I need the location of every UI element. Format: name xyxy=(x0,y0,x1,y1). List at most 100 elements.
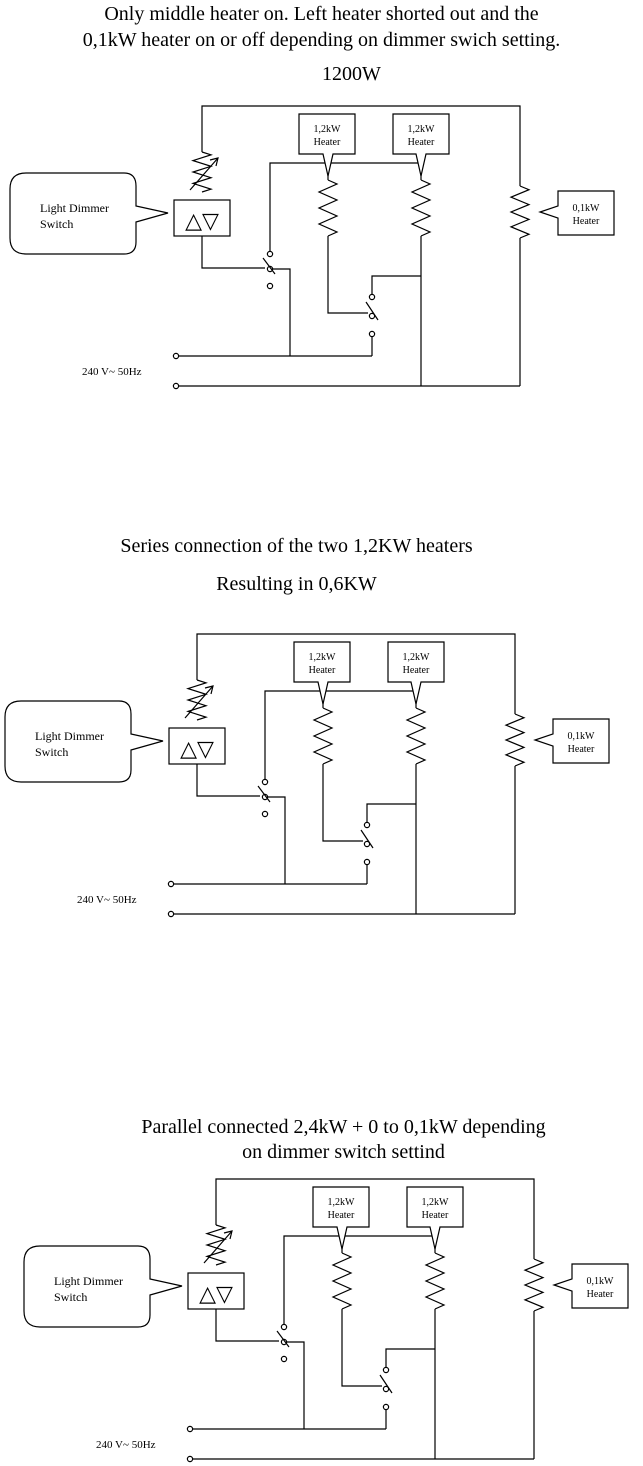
dimmer-label-line1: Light Dimmer xyxy=(40,201,109,215)
wire xyxy=(322,764,363,842)
switch-b-common xyxy=(368,312,376,320)
wire xyxy=(371,275,421,294)
heater-left-callout-rating: 1,2kW xyxy=(328,1197,356,1208)
dimmer-symbol: △▽ xyxy=(185,208,219,233)
wire xyxy=(287,1341,305,1429)
wire xyxy=(268,796,286,884)
switch-b-contact-2 xyxy=(382,1403,390,1411)
supply-label: 240 V~ 50Hz xyxy=(96,1439,156,1451)
heater-left-callout-label: Heater xyxy=(314,137,341,148)
dimmer-callout xyxy=(9,172,169,255)
wire xyxy=(201,105,521,186)
dimmer-label-line2: Switch xyxy=(40,217,73,231)
wire xyxy=(341,1309,382,1387)
dimmer-resistor xyxy=(191,151,213,193)
heater-right-callout-rating: 1,2kW xyxy=(422,1197,450,1208)
dimmer-arrow xyxy=(189,157,219,191)
dimmer-label-line2: Switch xyxy=(54,1290,87,1304)
heater-left-callout-label: Heater xyxy=(309,665,336,676)
wire xyxy=(215,1309,279,1342)
dimmer-arrow xyxy=(203,1230,233,1264)
heater-right-resistor xyxy=(405,707,427,765)
dimmer-arrow-head xyxy=(204,685,214,695)
heater-small-callout xyxy=(533,718,610,764)
wire xyxy=(215,1178,535,1259)
wire xyxy=(283,1235,435,1325)
supply-terminal-l xyxy=(172,352,180,360)
wire xyxy=(269,162,421,252)
switch-b-common xyxy=(363,840,371,848)
dimmer-symbol: △▽ xyxy=(199,1281,233,1306)
switch-a-blade xyxy=(257,785,271,803)
dimmer-resistor xyxy=(186,679,208,721)
heater-small-resistor xyxy=(504,713,526,767)
switch-b-contact-2 xyxy=(368,330,376,338)
diagram-3-title-line1: Parallel connected 2,4kW + 0 to 0,1kW de… xyxy=(141,1116,546,1138)
heater-small-resistor xyxy=(509,185,531,239)
heater-left-resistor xyxy=(312,707,334,765)
heater-left-callout xyxy=(293,641,351,705)
supply-label: 240 V~ 50Hz xyxy=(82,366,142,378)
heater-left-resistor xyxy=(331,1252,353,1310)
heater-right-callout-rating: 1,2kW xyxy=(408,124,436,135)
wire xyxy=(196,764,260,797)
wire xyxy=(201,236,265,269)
switch-a-blade xyxy=(262,257,276,275)
dimmer-callout xyxy=(23,1245,183,1328)
supply-terminal-n xyxy=(186,1455,194,1463)
dimmer-symbol: △▽ xyxy=(180,736,214,761)
heater-right-callout xyxy=(406,1186,464,1250)
switch-a-contact-2 xyxy=(280,1355,288,1363)
switch-b-blade xyxy=(360,829,374,849)
diagram-1-title-line2: 0,1kW heater on or off depending on dimm… xyxy=(82,29,561,51)
switch-b-contact-1 xyxy=(363,821,371,829)
heater-right-resistor xyxy=(424,1252,446,1310)
dimmer-callout xyxy=(4,700,164,783)
heater-left-callout-label: Heater xyxy=(328,1210,355,1221)
heater-right-callout xyxy=(392,113,450,177)
diagram-1-power: 1200W xyxy=(322,63,381,85)
dimmer-arrow xyxy=(184,685,214,719)
switch-a-contact-1 xyxy=(261,778,269,786)
heater-small-callout xyxy=(552,1263,629,1309)
wire xyxy=(366,803,416,822)
dimmer-switch-box xyxy=(187,1272,245,1310)
diagram-1: Only middle heater on. Left heater short… xyxy=(0,0,643,420)
switch-a-blade xyxy=(276,1330,290,1348)
heater-right-callout-label: Heater xyxy=(422,1210,449,1221)
switch-b-contact-2 xyxy=(363,858,371,866)
wire xyxy=(385,1348,435,1367)
wire xyxy=(264,690,416,780)
heater-left-callout-rating: 1,2kW xyxy=(314,124,342,135)
dimmer-arrow-head xyxy=(209,157,219,167)
heater-right-callout xyxy=(387,641,445,705)
switch-b-blade xyxy=(365,301,379,321)
dimmer-switch-box xyxy=(173,199,231,237)
switch-a-contact-2 xyxy=(261,810,269,818)
heater-small-callout-label: Heater xyxy=(573,216,600,227)
switch-b-contact-1 xyxy=(382,1366,390,1374)
diagram-2-title-line1: Series connection of the two 1,2KW heate… xyxy=(120,535,473,557)
heater-left-callout xyxy=(298,113,356,177)
heater-small-callout-label: Heater xyxy=(587,1289,614,1300)
heater-small-callout-rating: 0,1kW xyxy=(587,1276,615,1287)
switch-b-blade xyxy=(379,1374,393,1394)
heater-small-callout-rating: 0,1kW xyxy=(573,203,601,214)
diagram-3-title-line2: on dimmer switch settind xyxy=(242,1141,445,1163)
switch-a-contact-1 xyxy=(280,1323,288,1331)
wire xyxy=(196,633,516,714)
supply-terminal-n xyxy=(167,910,175,918)
supply-label: 240 V~ 50Hz xyxy=(77,894,137,906)
heater-small-resistor xyxy=(523,1258,545,1312)
wire xyxy=(327,236,368,314)
dimmer-label-line1: Light Dimmer xyxy=(35,729,104,743)
supply-terminal-l xyxy=(167,880,175,888)
switch-a-contact-2 xyxy=(266,282,274,290)
diagram-1-title-line1: Only middle heater on. Left heater short… xyxy=(104,3,539,25)
heater-left-callout xyxy=(312,1186,370,1250)
switch-b-contact-1 xyxy=(368,293,376,301)
heater-small-callout-label: Heater xyxy=(568,744,595,755)
